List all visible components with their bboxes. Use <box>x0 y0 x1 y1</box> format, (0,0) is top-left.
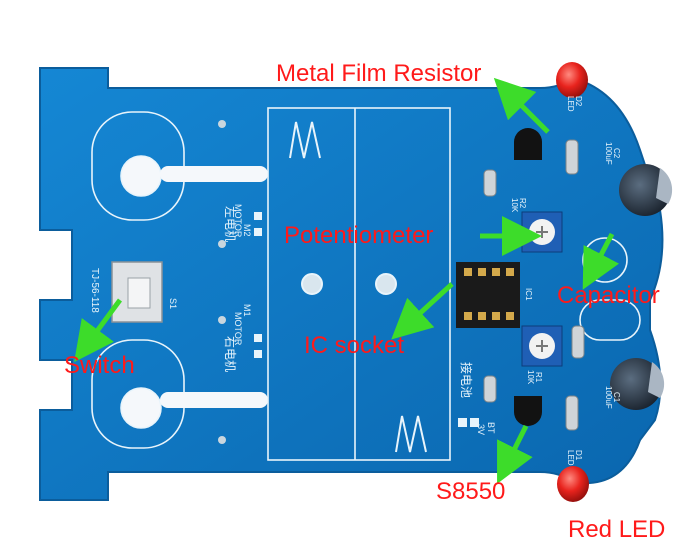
r1-value-text: 10K <box>526 370 535 385</box>
capacitor-bottom <box>610 358 665 410</box>
motor-pads-m2 <box>254 212 262 236</box>
arrow-ic-socket <box>391 282 454 340</box>
d1-led-text: LED <box>566 450 575 466</box>
r1-text: R1 <box>534 372 543 383</box>
right-motor-text: 右电机 <box>223 336 238 372</box>
arrow-capacitor <box>582 232 620 290</box>
left-motor-text: 左电机 <box>223 206 238 242</box>
led-bottom <box>557 466 589 502</box>
motor-text-bottom: MOTOR <box>233 312 243 346</box>
d1-text: D1 <box>574 450 583 461</box>
battery-pads <box>458 418 479 427</box>
trimmer-bottom <box>521 325 563 367</box>
arrow-transistor <box>497 424 533 484</box>
bt-text: BT <box>486 422 496 434</box>
capacitor-top <box>619 164 673 216</box>
r2-value-text: 10K <box>510 198 519 213</box>
board-id-text: TJ-56-118 <box>89 268 100 313</box>
c2-value-text: 100uF <box>604 142 613 165</box>
motor-pads-m1 <box>254 334 262 358</box>
motor-text-top: MOTOR <box>233 204 243 238</box>
c1-text: C1 <box>612 392 621 403</box>
ic1-text: IC1 <box>524 288 533 301</box>
led-top <box>556 62 588 98</box>
arrow-switch <box>74 298 123 363</box>
label-s8550: S8550 <box>436 478 506 505</box>
bt-voltage-text: 3V <box>476 424 486 435</box>
label-red-led: Red LED <box>568 516 666 543</box>
arrow-resistor <box>493 77 550 134</box>
vias <box>218 120 641 444</box>
label-metal-film-resistor: Metal Film Resistor <box>276 60 482 87</box>
label-potentiometer: Potentiometer <box>284 222 434 249</box>
transistor-top <box>514 128 542 160</box>
battery-spring-bottom <box>395 415 427 453</box>
mount-hole-1 <box>301 273 323 295</box>
transistor-bottom <box>514 396 542 426</box>
r2-text: R2 <box>518 198 527 209</box>
annotation-arrows <box>74 77 620 484</box>
label-capacitor: Capacitor <box>557 282 660 309</box>
slot-top <box>160 166 268 182</box>
label-ic-socket: IC socket <box>304 332 405 359</box>
motor-mount-bottom <box>91 339 185 449</box>
c1-value-text: 100uF <box>604 386 613 409</box>
battery-text: 接电池 <box>459 362 474 398</box>
slot-bottom <box>160 392 268 408</box>
m2-text: M2 <box>242 224 252 237</box>
m1-text: M1 <box>242 304 252 317</box>
switch-component <box>111 261 163 323</box>
d2-text: D2 <box>574 96 583 107</box>
c2-text: C2 <box>612 148 621 159</box>
trimmer-top <box>521 211 563 253</box>
ic-socket-component <box>456 262 520 328</box>
mount-hole-2 <box>375 273 397 295</box>
d2-led-text: LED <box>566 96 575 112</box>
switch-ref-text: S1 <box>168 298 178 309</box>
battery-spring-top <box>289 121 321 159</box>
label-switch: Switch <box>64 352 135 379</box>
resistors <box>483 139 585 431</box>
